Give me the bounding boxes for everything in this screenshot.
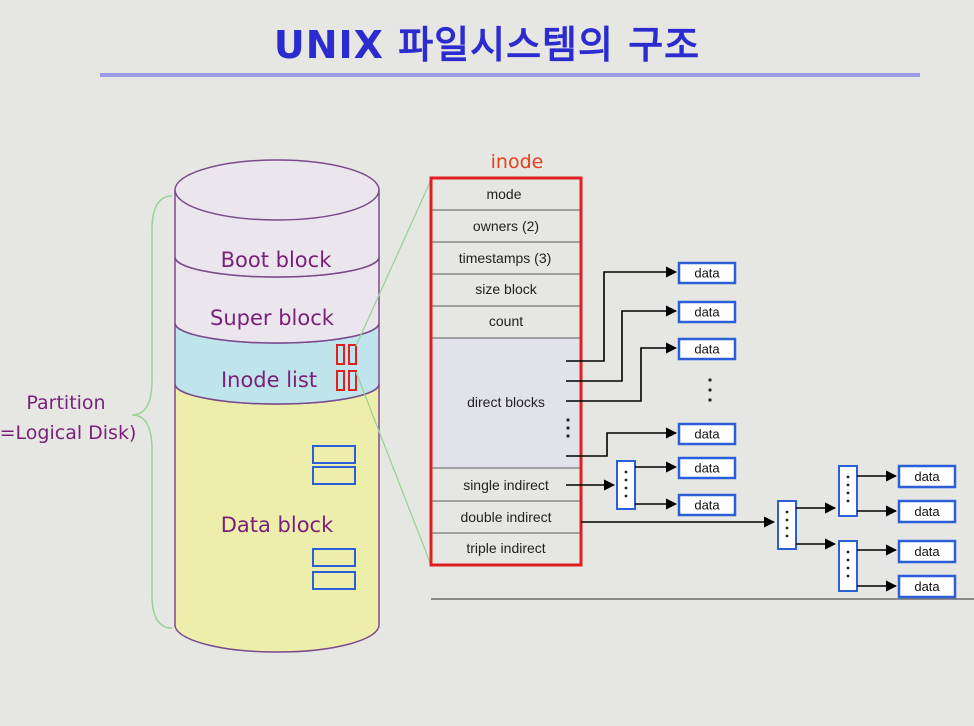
data-block-box bbox=[677, 493, 737, 517]
super-block-label: Super block bbox=[210, 306, 335, 330]
data-block-markers bbox=[312, 445, 356, 590]
data-block-label: data bbox=[694, 461, 720, 476]
boot-block-label: Boot block bbox=[221, 248, 333, 272]
data-block-box bbox=[897, 574, 957, 599]
inode-field-triple-indirect: triple indirect bbox=[466, 540, 545, 556]
partition-label: Partition bbox=[26, 392, 105, 414]
zoom-line-top bbox=[355, 179, 432, 347]
inode-field-count: count bbox=[489, 313, 523, 329]
inode-title: inode bbox=[491, 151, 544, 173]
data-block: data bbox=[677, 422, 737, 446]
inode-field-double-indirect: double indirect bbox=[460, 509, 551, 525]
data-block-label: data bbox=[694, 498, 720, 513]
data-block-box bbox=[897, 464, 957, 489]
data-block: data bbox=[897, 499, 957, 524]
data-block-box bbox=[677, 422, 737, 446]
indirect-block bbox=[838, 465, 858, 517]
data-ellipsis bbox=[708, 378, 712, 402]
inode-list-label: Inode list bbox=[221, 368, 317, 392]
data-block-box bbox=[897, 539, 957, 564]
inode-field-owners: owners (2) bbox=[473, 218, 539, 234]
disk-cylinder: Boot block Super block Inode list Data b… bbox=[174, 159, 380, 653]
indirect-block bbox=[838, 540, 858, 592]
data-block: data bbox=[677, 456, 737, 480]
data-block: data bbox=[677, 337, 737, 361]
indirect-block bbox=[777, 500, 797, 550]
data-block-box bbox=[677, 337, 737, 361]
indirect-block bbox=[616, 460, 636, 510]
data-block: data bbox=[897, 539, 957, 564]
title-underline bbox=[100, 73, 920, 77]
data-block-label: data bbox=[914, 544, 940, 559]
data-block-label: data bbox=[914, 469, 940, 484]
data-block-label: data bbox=[914, 579, 940, 594]
inode-structure: inode mode owners (2) timestamps (3) siz… bbox=[429, 151, 583, 567]
data-block: data bbox=[677, 493, 737, 517]
inode-field-mode: mode bbox=[486, 186, 521, 202]
logical-disk-label: =Logical Disk) bbox=[0, 422, 136, 444]
page-title: UNIX 파일시스템의 구조 bbox=[273, 23, 701, 67]
data-block: data bbox=[677, 261, 737, 285]
data-block-label: data bbox=[694, 427, 720, 442]
inode-field-single-indirect: single indirect bbox=[463, 477, 549, 493]
direct-blocks-ellipsis bbox=[566, 418, 570, 438]
data-block-label: data bbox=[694, 266, 720, 281]
inode-field-direct-blocks: direct blocks bbox=[467, 394, 545, 410]
data-block-label: data bbox=[694, 342, 720, 357]
double-indirect-chain bbox=[581, 465, 898, 592]
direct-pointer-arrows bbox=[566, 266, 678, 457]
data-block: data bbox=[897, 464, 957, 489]
inode-markers bbox=[336, 344, 357, 391]
data-block-label: Data block bbox=[221, 513, 334, 537]
data-block-label: data bbox=[694, 305, 720, 320]
zoom-line-bottom bbox=[355, 371, 432, 566]
inode-box bbox=[429, 176, 583, 567]
data-block-box bbox=[897, 499, 957, 524]
single-indirect-chain bbox=[566, 460, 678, 510]
data-block-box bbox=[677, 261, 737, 285]
partition-brace bbox=[131, 195, 173, 629]
inode-direct-area bbox=[431, 338, 581, 468]
data-block-label: data bbox=[914, 504, 940, 519]
cylinder-top bbox=[174, 159, 380, 221]
data-block: data bbox=[897, 574, 957, 599]
data-block: data bbox=[677, 300, 737, 324]
data-block-box bbox=[677, 456, 737, 480]
data-block-box bbox=[677, 300, 737, 324]
inode-field-timestamps: timestamps (3) bbox=[459, 250, 552, 266]
inode-field-size-block: size block bbox=[475, 281, 537, 297]
data-blocks: data data data data data data data data data data bbox=[677, 261, 957, 599]
